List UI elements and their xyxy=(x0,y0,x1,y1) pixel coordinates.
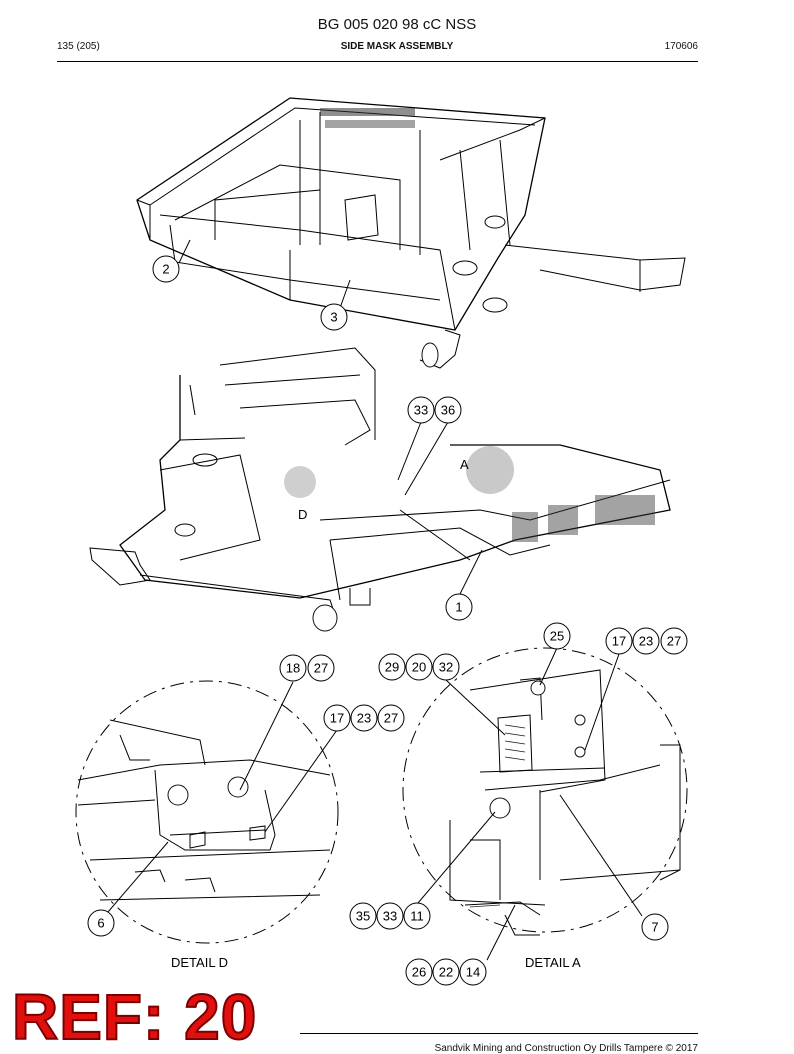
callout-7: 7 xyxy=(641,913,669,941)
document-title: BG 005 020 98 cC NSS xyxy=(317,16,477,33)
callout-27b: 27 xyxy=(307,654,335,682)
svg-text:2: 2 xyxy=(162,262,169,277)
svg-text:17: 17 xyxy=(612,634,626,649)
svg-text:17: 17 xyxy=(330,711,344,726)
callouts: 2 3 33 36 1 25 17 23 27 18 27 29 20 32 1… xyxy=(87,255,688,986)
svg-text:14: 14 xyxy=(466,965,480,980)
detail-a-drawing xyxy=(449,669,681,936)
svg-text:20: 20 xyxy=(412,660,426,675)
view-label-a: A xyxy=(460,457,469,472)
callout-33b: 33 xyxy=(376,902,404,930)
svg-text:18: 18 xyxy=(286,661,300,676)
callout-17b: 17 xyxy=(323,704,351,732)
callout-36: 36 xyxy=(434,396,462,424)
section-title: SIDE MASK ASSEMBLY xyxy=(340,41,454,52)
callout-18: 18 xyxy=(279,654,307,682)
svg-text:11: 11 xyxy=(410,909,424,924)
svg-text:23: 23 xyxy=(639,634,653,649)
callout-3: 3 xyxy=(320,303,348,331)
frame-view-top xyxy=(136,97,686,369)
detail-a-boundary xyxy=(402,647,688,933)
callout-26: 26 xyxy=(405,958,433,986)
svg-text:23: 23 xyxy=(357,711,371,726)
footer-copyright: Sandvik Mining and Construction Oy Drill… xyxy=(434,1043,698,1054)
callout-14: 14 xyxy=(459,958,487,986)
callout-17: 17 xyxy=(605,627,633,655)
svg-text:35: 35 xyxy=(356,909,370,924)
frame-view-middle xyxy=(89,347,671,632)
callout-27c: 27 xyxy=(377,704,405,732)
callout-35: 35 xyxy=(349,902,377,930)
detail-d-drawing xyxy=(77,719,331,901)
callout-27: 27 xyxy=(660,627,688,655)
svg-text:27: 27 xyxy=(314,661,328,676)
svg-text:1: 1 xyxy=(455,600,462,615)
svg-text:3: 3 xyxy=(330,310,337,325)
svg-text:22: 22 xyxy=(439,965,453,980)
svg-text:25: 25 xyxy=(550,629,564,644)
callout-23: 23 xyxy=(632,627,660,655)
svg-text:6: 6 xyxy=(97,916,104,931)
header-rule xyxy=(57,61,698,62)
callout-1: 1 xyxy=(445,593,473,621)
ref-stamp: REF: 20 xyxy=(11,981,258,1053)
svg-text:33: 33 xyxy=(383,909,397,924)
svg-text:26: 26 xyxy=(412,965,426,980)
date-code: 170606 xyxy=(664,41,698,52)
svg-text:7: 7 xyxy=(651,920,658,935)
page-number: 135 (205) xyxy=(57,41,100,52)
leader-lines xyxy=(107,239,643,961)
footer-rule xyxy=(300,1033,698,1034)
detail-d-label: DETAIL D xyxy=(171,955,228,970)
callout-25: 25 xyxy=(543,622,571,650)
svg-text:36: 36 xyxy=(441,403,455,418)
callout-33: 33 xyxy=(407,396,435,424)
svg-text:29: 29 xyxy=(385,660,399,675)
callout-11: 11 xyxy=(403,902,431,930)
svg-text:27: 27 xyxy=(667,634,681,649)
detail-a-label: DETAIL A xyxy=(525,955,581,970)
detail-d-boundary xyxy=(75,680,339,944)
svg-text:27: 27 xyxy=(384,711,398,726)
callout-32: 32 xyxy=(432,653,460,681)
view-label-d: D xyxy=(298,507,307,522)
callout-23b: 23 xyxy=(350,704,378,732)
callout-6: 6 xyxy=(87,909,115,937)
svg-text:32: 32 xyxy=(439,660,453,675)
callout-22: 22 xyxy=(432,958,460,986)
svg-text:33: 33 xyxy=(414,403,428,418)
callout-20: 20 xyxy=(405,653,433,681)
callout-2: 2 xyxy=(152,255,180,283)
callout-29: 29 xyxy=(378,653,406,681)
